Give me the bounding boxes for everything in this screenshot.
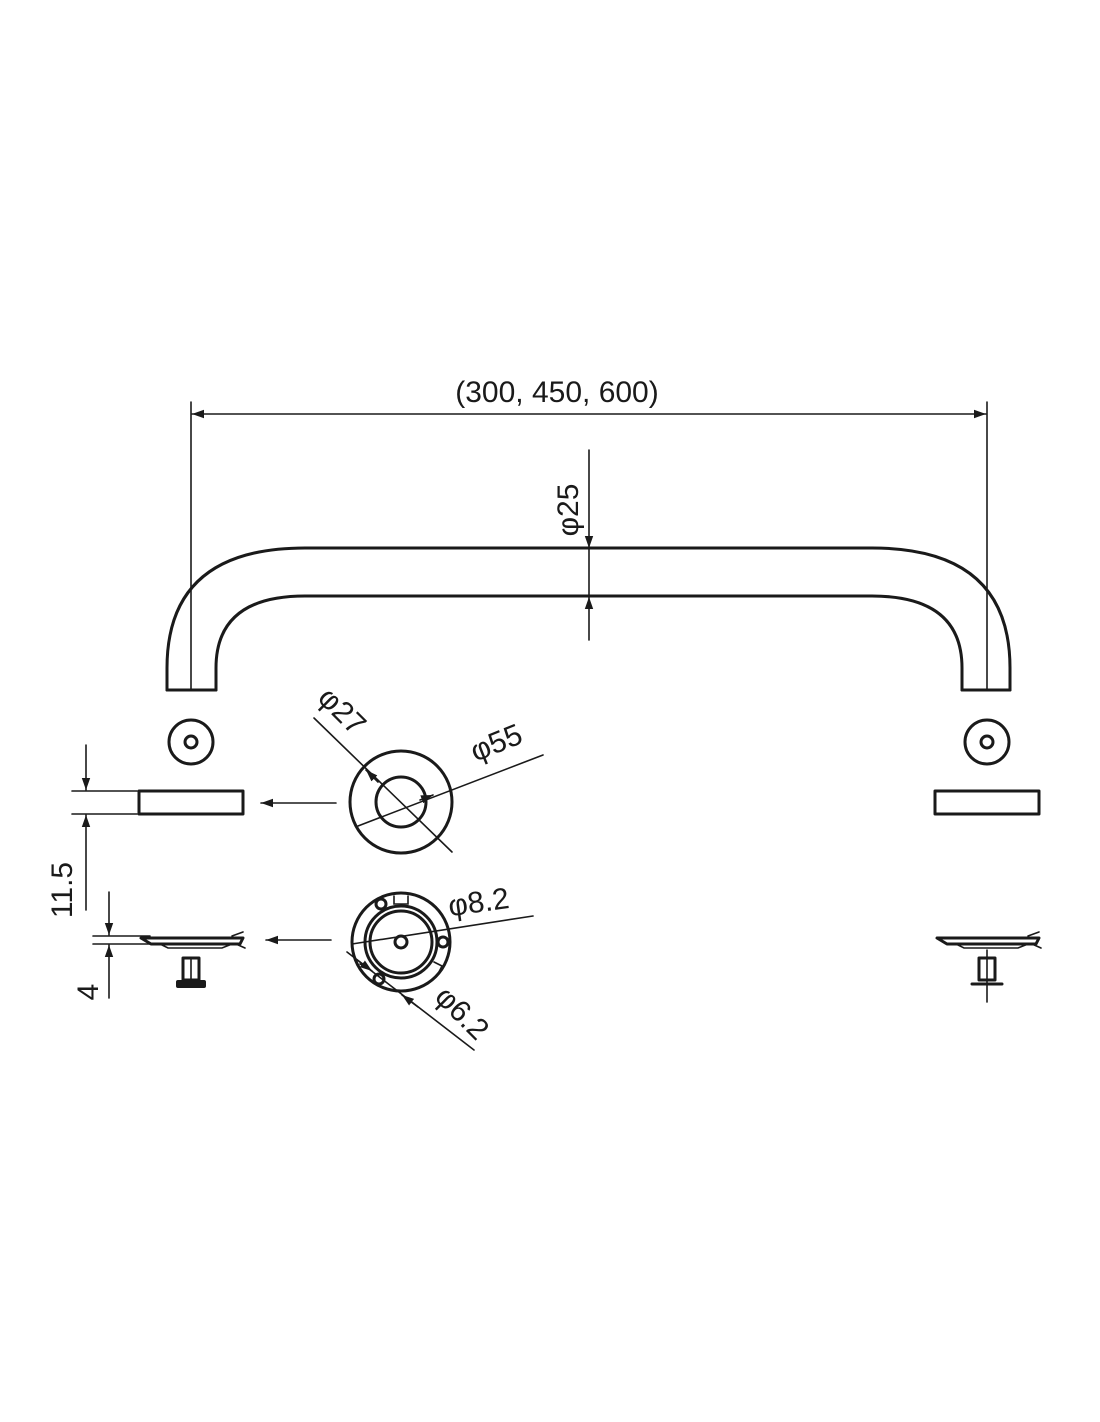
leader-line-large-hole <box>351 915 534 945</box>
leader-arrow-small-hole-b <box>401 994 419 1008</box>
leader-arrow-inner <box>365 769 379 783</box>
right-cap-outer <box>963 718 1011 766</box>
leader-line-inner <box>313 717 453 853</box>
right-cap-inner <box>979 734 995 750</box>
base-top-view: φ8.2 φ6.2 <box>346 882 534 1051</box>
dimension-label-large-hole: φ8.2 <box>446 882 511 923</box>
left-cap-outer <box>167 718 215 766</box>
base-fixing-hole-bottom <box>372 972 386 986</box>
right-rose-side-view <box>933 789 1041 816</box>
base-fixing-hole-top <box>374 897 388 911</box>
dimension-label-rose-outer: φ55 <box>466 718 527 768</box>
base-ring-inner <box>368 909 434 975</box>
right-base-tab <box>1027 931 1042 949</box>
overall-length-dimension: (300, 450, 600) <box>190 376 988 691</box>
dimension-label-tube: φ25 <box>552 484 585 537</box>
rose-height-dimension: 11.5 <box>46 744 138 918</box>
rose-top-view: φ27 φ55 <box>311 681 544 855</box>
left-cap-inner <box>183 734 199 750</box>
left-screw-head <box>176 980 206 988</box>
base-fixing-hole-right <box>436 935 450 949</box>
dimension-label-length: (300, 450, 600) <box>455 376 658 409</box>
right-base-plate <box>935 936 1041 946</box>
dimension-label-base-thickness: 4 <box>72 984 105 1001</box>
dimension-label-rose-inner: φ27 <box>311 681 372 742</box>
dimension-label-rose-height: 11.5 <box>46 862 79 918</box>
left-base-tab <box>231 931 246 949</box>
left-base-lip <box>159 943 233 949</box>
leader-arrow-outer <box>419 794 434 804</box>
base-notch-right <box>433 961 444 977</box>
leader-line-outer <box>357 754 544 827</box>
dimension-label-small-hole: φ6.2 <box>428 980 495 1047</box>
tube-diameter-dimension: φ25 <box>552 449 594 641</box>
left-base-plate <box>139 936 245 946</box>
base-notch-top <box>393 895 409 905</box>
rose-outer-circle <box>348 749 454 855</box>
left-rose-side-view <box>137 789 245 816</box>
base-outer-circle <box>350 891 452 993</box>
base-thickness-dimension: 4 <box>72 891 151 1001</box>
leader-arrow-small-hole-a <box>355 958 373 972</box>
right-base-lip <box>955 943 1029 949</box>
base-ring-outer <box>363 904 439 980</box>
right-mount <box>933 718 1042 1003</box>
left-mount <box>137 718 246 988</box>
